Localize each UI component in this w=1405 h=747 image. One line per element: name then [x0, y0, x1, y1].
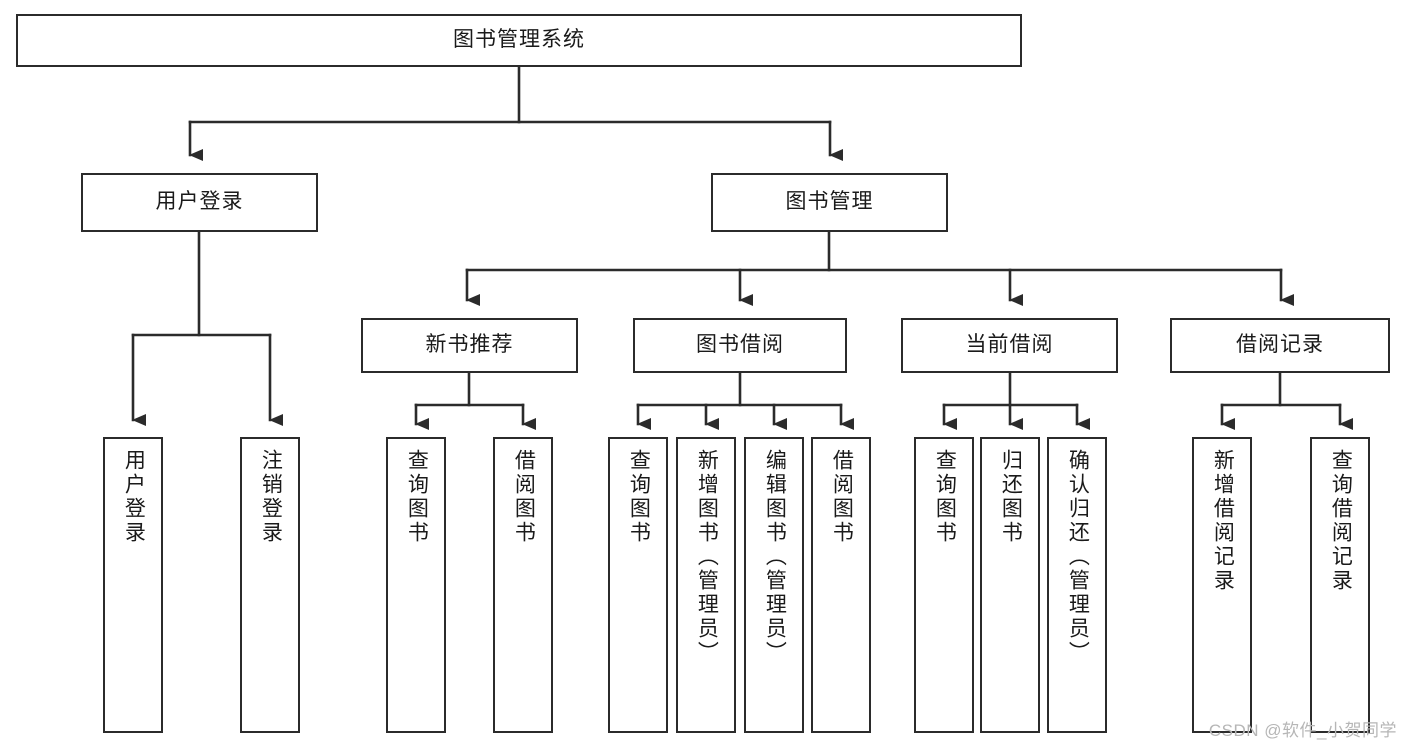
node-leaf-user-login-label: 用户登录 [122, 449, 146, 545]
node-book-manage[interactable]: 图书管理 [711, 173, 948, 232]
node-current-borrow[interactable]: 当前借阅 [901, 318, 1118, 373]
node-leaf-query-book-3-label: 查询图书 [933, 449, 957, 545]
node-leaf-borrow-book-2-label: 借阅图书 [830, 449, 854, 545]
node-leaf-add-record-label: 新增借阅记录 [1211, 449, 1235, 593]
node-leaf-add-book-label: 新增图书（管理员） [695, 449, 719, 665]
node-leaf-borrow-book-1[interactable]: 借阅图书 [493, 437, 553, 733]
node-leaf-query-book-2[interactable]: 查询图书 [608, 437, 668, 733]
node-leaf-query-book-1[interactable]: 查询图书 [386, 437, 446, 733]
node-user-login[interactable]: 用户登录 [81, 173, 318, 232]
node-leaf-query-book-3[interactable]: 查询图书 [914, 437, 974, 733]
node-new-book-rec-label: 新书推荐 [425, 333, 514, 357]
node-leaf-edit-book[interactable]: 编辑图书（管理员） [744, 437, 804, 733]
node-book-borrow-label: 图书借阅 [696, 333, 784, 357]
node-leaf-confirm-return[interactable]: 确认归还（管理员） [1047, 437, 1107, 733]
node-leaf-borrow-book-1-label: 借阅图书 [512, 449, 536, 545]
node-leaf-return-book[interactable]: 归还图书 [980, 437, 1040, 733]
node-leaf-return-book-label: 归还图书 [999, 449, 1023, 545]
node-leaf-add-book[interactable]: 新增图书（管理员） [676, 437, 736, 733]
node-leaf-edit-book-label: 编辑图书（管理员） [763, 449, 787, 665]
node-leaf-logout-login[interactable]: 注销登录 [240, 437, 300, 733]
node-root[interactable]: 图书管理系统 [16, 14, 1022, 67]
node-root-label: 图书管理系统 [453, 28, 585, 52]
node-leaf-confirm-return-label: 确认归还（管理员） [1066, 449, 1090, 665]
node-book-borrow[interactable]: 图书借阅 [633, 318, 847, 373]
node-leaf-query-record-label: 查询借阅记录 [1329, 449, 1353, 593]
node-leaf-add-record[interactable]: 新增借阅记录 [1192, 437, 1252, 733]
node-current-borrow-label: 当前借阅 [965, 333, 1054, 357]
watermark-text: CSDN @软件_小贺同学 [1208, 721, 1397, 740]
node-borrow-record-label: 借阅记录 [1236, 333, 1324, 357]
node-leaf-query-book-2-label: 查询图书 [627, 449, 651, 545]
node-user-login-label: 用户登录 [155, 190, 244, 214]
node-book-manage-label: 图书管理 [785, 190, 874, 214]
node-leaf-logout-login-label: 注销登录 [259, 449, 283, 545]
node-leaf-user-login[interactable]: 用户登录 [103, 437, 163, 733]
node-leaf-borrow-book-2[interactable]: 借阅图书 [811, 437, 871, 733]
node-borrow-record[interactable]: 借阅记录 [1170, 318, 1390, 373]
node-leaf-query-book-1-label: 查询图书 [405, 449, 429, 545]
node-new-book-rec[interactable]: 新书推荐 [361, 318, 578, 373]
node-leaf-query-record[interactable]: 查询借阅记录 [1310, 437, 1370, 733]
